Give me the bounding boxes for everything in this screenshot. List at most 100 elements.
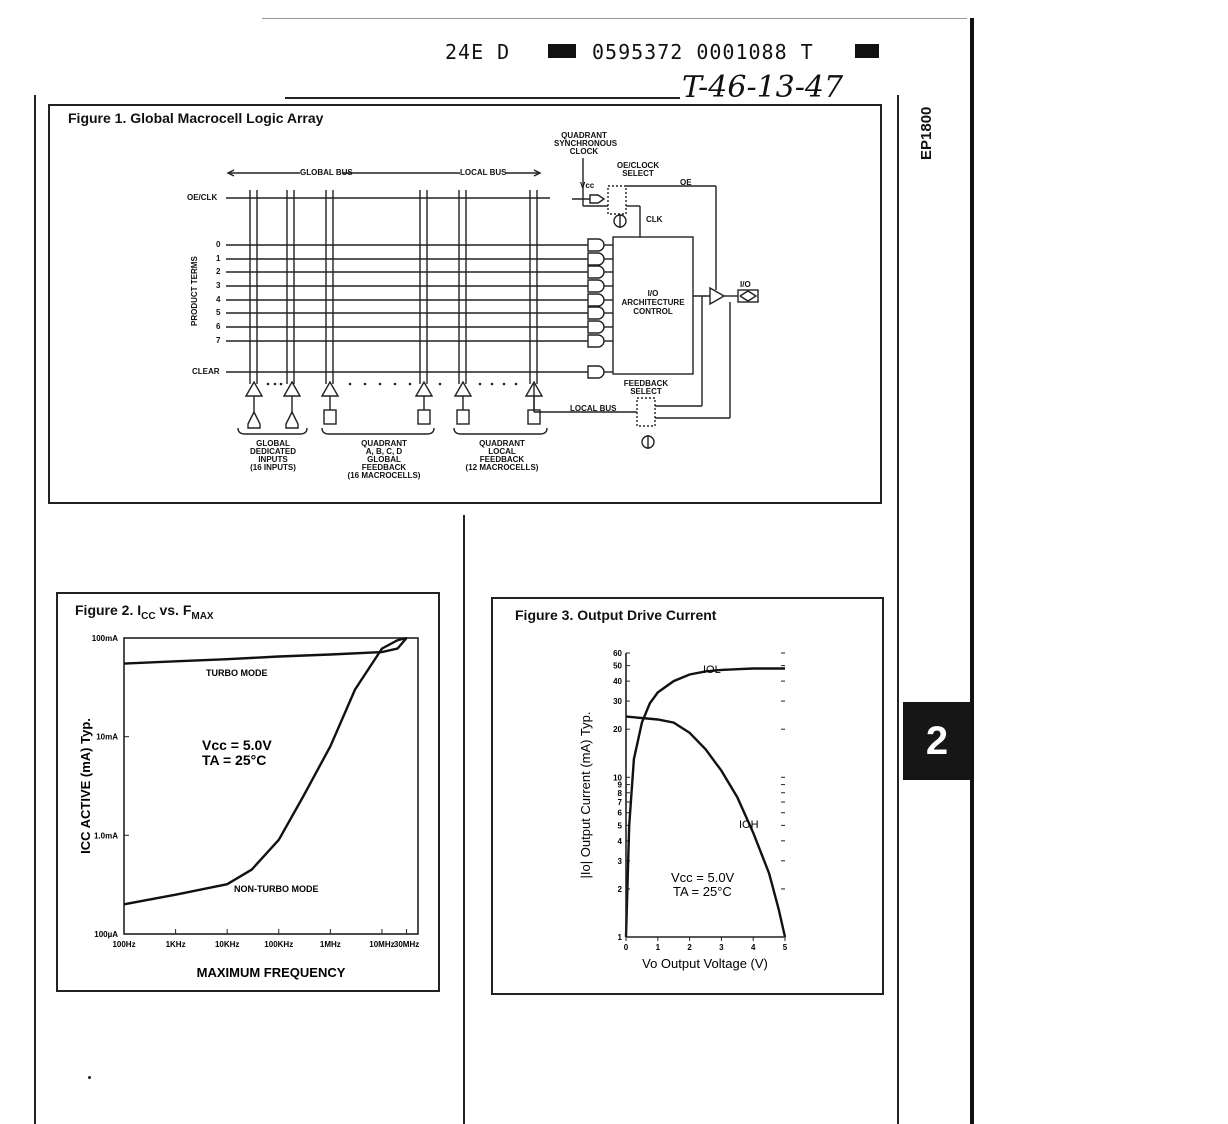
handwritten-underline <box>285 97 680 99</box>
fig2-nonturbo-line <box>123 636 407 906</box>
oe-clock-select-label: OE/CLOCK SELECT <box>610 162 666 178</box>
f2-title-sub2: MAX <box>191 610 214 622</box>
fig3-xtick-label: 4 <box>751 943 756 952</box>
fig3-ytick-label: 4 <box>618 837 623 846</box>
fig3-ytick-label: 10 <box>613 773 622 782</box>
fig2-xtick-label: 100KHz <box>264 940 293 949</box>
fig3-ytick-label: 3 <box>618 857 623 866</box>
fig2-ytick-label: 100µA <box>94 930 118 939</box>
term-7: 7 <box>216 336 221 345</box>
term-0: 0 <box>216 240 221 249</box>
qsc-line-3: CLOCK <box>569 147 599 156</box>
fig3-ytick-label: 50 <box>613 662 622 671</box>
term-3: 3 <box>216 281 221 290</box>
right-column-rule <box>897 95 899 1124</box>
g1-l2: DEDICATED <box>249 447 297 456</box>
g1-l1: GLOBAL <box>256 439 290 448</box>
fig3-ytick-label: 9 <box>618 781 623 790</box>
term-4: 4 <box>216 295 221 304</box>
g2-l4: FEEDBACK <box>361 463 407 472</box>
fig3-ytick-label: 1 <box>618 933 623 942</box>
macrocell-logic-diagram <box>226 158 759 449</box>
product-terms-label: PRODUCT TERMS <box>190 256 199 326</box>
top-rule <box>262 18 967 19</box>
f2-title-sub1: CC <box>141 610 156 622</box>
local-bus-bottom-label: LOCAL BUS <box>570 404 617 413</box>
g2-l5: (16 MACROCELLS) <box>347 471 421 480</box>
oe-label: OE <box>680 178 692 187</box>
fig2-turbo-line <box>123 637 408 665</box>
term-6: 6 <box>216 322 221 331</box>
local-bus-top-label: LOCAL BUS <box>460 168 507 177</box>
g3-l1: QUADRANT <box>479 439 525 448</box>
fig3-xtick-label: 3 <box>719 943 724 952</box>
figure1-frame: Figure 1. Global Macrocell Logic Array <box>48 104 882 504</box>
fig2-ytick-label: 10mA <box>96 733 118 742</box>
fig3-ytick-label: 5 <box>618 821 623 830</box>
header-black-mark-2 <box>855 44 879 58</box>
term-2: 2 <box>216 267 221 276</box>
fig3-ytick-label: 6 <box>618 809 623 818</box>
figure2-frame: Figure 2. ICC vs. FMAX 100Hz 1KHz 10KHz 100… <box>56 592 440 992</box>
fig3-iol-line <box>624 667 785 938</box>
part-number-label: EP1800 <box>918 106 935 160</box>
qsc-line-2: SYNCHRONOUS <box>554 139 618 148</box>
speck <box>88 1076 91 1079</box>
fig3-ioh-label: IOH <box>739 819 759 831</box>
figure2-title: Figure 2. ICC vs. FMAX <box>75 602 214 622</box>
handwritten-annotation: T-46-13-47 <box>682 70 844 105</box>
fig3-ytick-label: 20 <box>613 725 622 734</box>
fig3-xlabel: Vo Output Voltage (V) <box>642 956 768 971</box>
fig3-ytick-label: 2 <box>618 885 623 894</box>
header-code-line: 24E D <box>445 40 511 64</box>
fig2-xtick-label: 1KHz <box>166 940 186 949</box>
fig2-xlabel: MAXIMUM FREQUENCY <box>197 965 346 980</box>
fig3-xtick-label: 1 <box>656 943 661 952</box>
group1-label: GLOBAL DEDICATED INPUTS (16 INPUTS) <box>238 440 308 472</box>
g2-l2: A, B, C, D <box>365 447 403 456</box>
f2-title-mid: vs. F <box>155 602 192 618</box>
fig2-xtick-label: 100Hz <box>112 940 135 949</box>
fig2-xtick-label: 1MHz <box>320 940 341 949</box>
fig3-ytick-label: 60 <box>613 649 622 658</box>
fig2-xtick-label: 10KHz <box>215 940 239 949</box>
g3-l2: LOCAL <box>488 447 516 456</box>
io-pin-label: I/O <box>740 280 751 289</box>
g3-l3: FEEDBACK <box>479 455 525 464</box>
group2-label: QUADRANT A, B, C, D GLOBAL FEEDBACK (16 … <box>334 440 434 480</box>
fs-line-2: SELECT <box>630 387 662 396</box>
vcc-label: Vcc <box>580 181 595 190</box>
fig2-note-1: Vcc = 5.0V <box>202 737 272 753</box>
g2-l3: GLOBAL <box>367 455 401 464</box>
fig3-xtick-label: 0 <box>624 943 629 952</box>
left-margin-rule <box>34 95 36 1124</box>
oe-clk-label: OE/CLK <box>187 193 218 202</box>
io-block-line-1: I/O <box>647 289 659 298</box>
fig2-plot-border <box>123 637 419 935</box>
fig3-xtick-label: 2 <box>687 943 692 952</box>
g2-l1: QUADRANT <box>361 439 407 448</box>
term-1: 1 <box>216 254 221 263</box>
fig3-ytick-label: 30 <box>613 697 622 706</box>
fig3-ylabel: |Io| Output Current (mA) Typ. <box>578 712 593 879</box>
clk-label: CLK <box>646 215 663 224</box>
fig2-turbo-label: TURBO MODE <box>206 668 268 678</box>
fig3-xtick-label: 5 <box>783 943 788 952</box>
fig3-note-1: Vcc = 5.0V <box>671 870 735 885</box>
fig3-iol-label: IOL <box>703 664 721 676</box>
figure3-title: Figure 3. Output Drive Current <box>515 607 717 623</box>
group3-label: QUADRANT LOCAL FEEDBACK (12 MACROCELLS) <box>452 440 552 472</box>
header-code-line-2: 0595372 0001088 T <box>592 40 814 64</box>
io-block-line-3: CONTROL <box>633 307 673 316</box>
clear-label: CLEAR <box>192 367 220 376</box>
section-tab: 2 <box>903 702 971 780</box>
term-5: 5 <box>216 308 221 317</box>
fig3-ioh-line <box>625 715 787 938</box>
fig2-xtick-label: 30MHz <box>394 940 419 949</box>
fig3-ytick-label: 40 <box>613 677 622 686</box>
fig2-xtick-label: 10MHz <box>369 940 394 949</box>
ocs-line-1: OE/CLOCK <box>616 161 660 170</box>
figure1-title: Figure 1. Global Macrocell Logic Array <box>68 110 324 126</box>
